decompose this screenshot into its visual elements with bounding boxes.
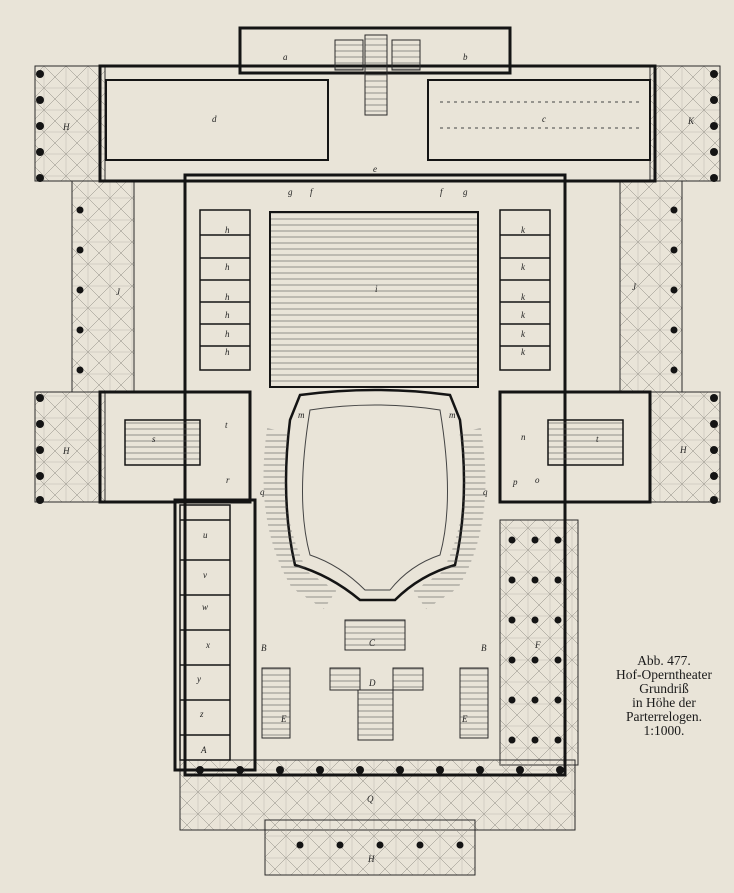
label-K: K xyxy=(687,116,695,126)
west-wing-rooms xyxy=(179,504,231,761)
label-g-right: g xyxy=(463,187,468,197)
side-stairs-E xyxy=(261,667,489,739)
label-h-5: h xyxy=(225,329,230,339)
label-p: p xyxy=(512,477,518,487)
label-H-front: H xyxy=(367,854,375,864)
label-H-east-mid: H xyxy=(679,445,687,455)
label-r: r xyxy=(226,475,230,485)
caption-building-name: Hof-Operntheater xyxy=(616,667,712,682)
label-k-1: k xyxy=(521,225,526,235)
rear-stair xyxy=(334,34,421,116)
label-u: u xyxy=(203,530,208,540)
label-c: c xyxy=(542,114,546,124)
label-g-left: g xyxy=(288,187,293,197)
label-n: n xyxy=(521,432,526,442)
caption-plan-type: Grundriß xyxy=(639,681,689,696)
caption-level: in Höhe der xyxy=(632,695,696,710)
hall-d xyxy=(105,79,329,161)
entrance-stairs xyxy=(329,619,424,741)
label-E-left: E xyxy=(280,714,287,724)
caption-scale: 1:1000. xyxy=(643,723,685,738)
main-outline xyxy=(98,26,657,777)
label-o: o xyxy=(535,475,540,485)
label-w: w xyxy=(202,602,208,612)
label-t-left: t xyxy=(225,420,228,430)
label-f-right: f xyxy=(440,187,444,197)
label-q-left: q xyxy=(260,487,265,497)
label-k-6: k xyxy=(521,347,526,357)
label-m-left: m xyxy=(298,410,305,420)
label-x: x xyxy=(205,640,210,650)
label-A: A xyxy=(200,745,207,755)
caption-level-2: Parterrelogen. xyxy=(625,709,703,724)
label-h-4: h xyxy=(225,310,230,320)
label-z: z xyxy=(199,709,204,719)
label-i: i xyxy=(375,284,378,294)
label-h-1: h xyxy=(225,225,230,235)
label-Q: Q xyxy=(367,794,374,804)
front-portico xyxy=(179,759,576,876)
label-k-5: k xyxy=(521,329,526,339)
label-t-right: t xyxy=(596,434,599,444)
label-B-right: B xyxy=(481,643,487,653)
label-D: D xyxy=(368,678,376,688)
label-y: y xyxy=(196,674,201,684)
label-k-2: k xyxy=(521,262,526,272)
label-a: a xyxy=(283,52,288,62)
label-J-west: J xyxy=(116,287,121,297)
pavilion-west-top xyxy=(34,65,106,182)
pavilion-east-top xyxy=(649,65,721,182)
pavilion-west-mid xyxy=(34,391,106,503)
label-h-3: h xyxy=(225,292,230,302)
room-labels: a b d c e f g f g H K i J J h h h h h h … xyxy=(62,52,695,864)
label-C: C xyxy=(369,638,376,648)
label-f-left: f xyxy=(310,187,314,197)
stage xyxy=(269,211,479,388)
stair-hall-t xyxy=(547,419,624,466)
label-B-left: B xyxy=(261,643,267,653)
label-q-right: q xyxy=(483,487,488,497)
label-h-6: h xyxy=(225,347,230,357)
dressing-rooms-k xyxy=(499,209,551,371)
pillars xyxy=(36,70,718,849)
label-F: F xyxy=(534,640,541,650)
label-H-west-mid: H xyxy=(62,446,70,456)
label-v: v xyxy=(203,570,207,580)
label-E-right: E xyxy=(461,714,468,724)
hall-c xyxy=(427,79,651,161)
label-h-2: h xyxy=(225,262,230,272)
label-H-west-top: H xyxy=(62,122,70,132)
figure-caption: Abb. 477. Hof-Operntheater Grundriß in H… xyxy=(596,654,732,738)
label-e: e xyxy=(373,164,377,174)
label-k-4: k xyxy=(521,310,526,320)
auditorium xyxy=(263,388,486,610)
label-s: s xyxy=(152,434,156,444)
label-d: d xyxy=(212,114,217,124)
dressing-rooms-h xyxy=(199,209,251,371)
stair-hall-s xyxy=(124,419,201,466)
west-gallery xyxy=(71,180,135,393)
pavilion-east-mid xyxy=(649,391,721,503)
label-J-east: J xyxy=(632,282,637,292)
label-m-right: m xyxy=(449,410,456,420)
label-b: b xyxy=(463,52,468,62)
caption-figure-number: Abb. 477. xyxy=(637,653,691,668)
label-k-3: k xyxy=(521,292,526,302)
